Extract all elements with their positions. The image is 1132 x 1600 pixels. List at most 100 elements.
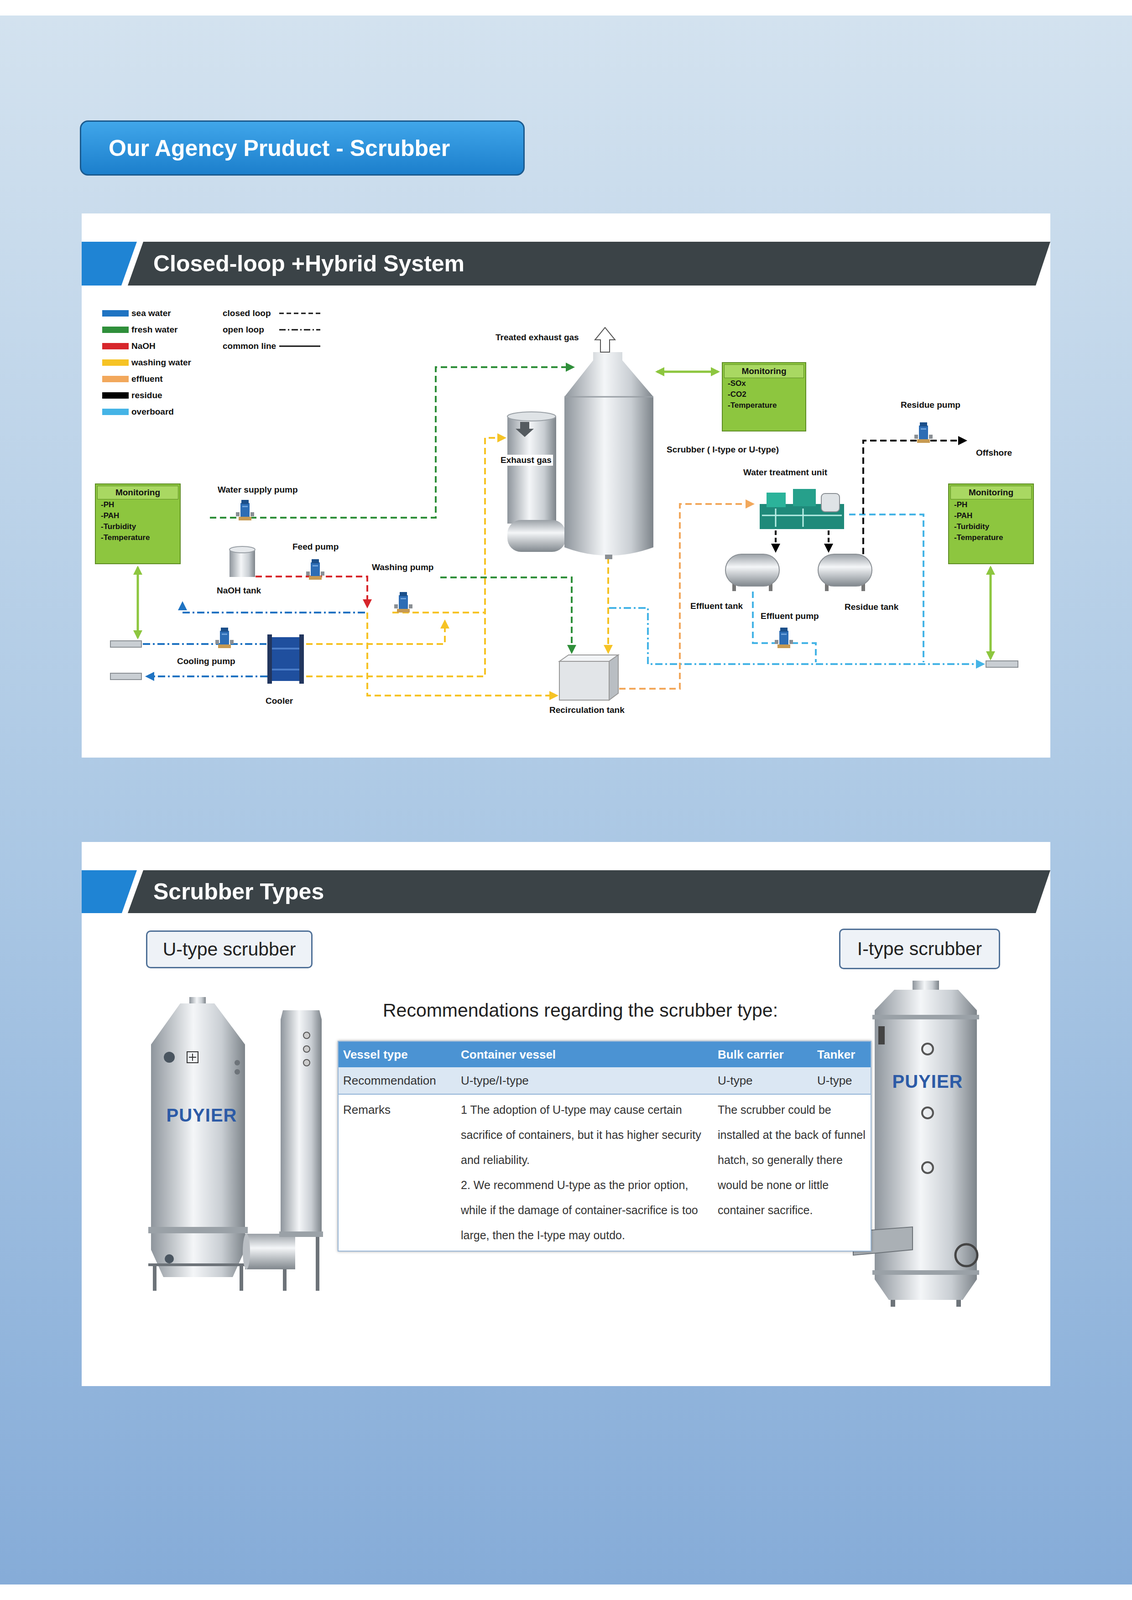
u-type-scrubber-illustration (187, 1052, 199, 1064)
monitoring-heading: Monitoring (950, 485, 1032, 500)
legend-text: sea water (131, 308, 172, 319)
equipment-label: Offshore (974, 447, 1014, 459)
u-type-scrubber-illustration (189, 997, 206, 1005)
legend-line-sample (279, 311, 325, 316)
monitoring-arrows (657, 370, 719, 374)
monitoring-item: -Temperature (950, 532, 1032, 544)
legend-text: closed loop (222, 308, 272, 319)
u-type-scrubber-illustration (303, 1032, 310, 1039)
legend-text: open loop (222, 324, 265, 335)
pump-symbol (774, 627, 793, 649)
pipes (392, 438, 505, 613)
monitoring-item: -Temperature (97, 532, 179, 544)
band-accent (81, 870, 137, 914)
brand-logo: PUYIER (156, 1104, 248, 1127)
equipment (609, 655, 619, 701)
i-type-scrubber-illustration (922, 1043, 934, 1055)
scrubber-illustration (507, 327, 654, 560)
table-text: 1 The adoption of U-type may cause certa… (460, 1097, 709, 1174)
pipes (774, 530, 777, 552)
i-type-scrubber-illustration (912, 980, 939, 992)
table-text: U-type (817, 1070, 866, 1092)
monitoring-box: Monitoring-PH-PAH-Turbidity-Temperature (94, 483, 181, 565)
band-accent (81, 241, 137, 914)
table-text: 2. We recommend U-type as the prior opti… (460, 1173, 709, 1249)
pump-symbol (235, 500, 255, 521)
table-row: Vessel typeContainer vesselBulk carrierT… (338, 1042, 871, 1068)
legend-swatch (102, 359, 129, 366)
legend-text: washing water (131, 357, 192, 368)
equipment-label: Residue pump (899, 399, 962, 411)
pipe-stub (110, 673, 142, 680)
equipment-label: Exhaust gas (499, 454, 553, 466)
monitoring-arrows (136, 567, 140, 638)
table-row: Remarks 1 The adoption of U-type may caus… (338, 1094, 871, 1252)
legend-swatch (102, 375, 129, 383)
u-type-scrubber-illustration (152, 1266, 157, 1292)
i-type-scrubber-illustration (890, 1300, 896, 1308)
monitoring-heading: Monitoring (97, 485, 179, 500)
i-type-scrubber-illustration (955, 1244, 978, 1267)
panel (81, 213, 1051, 1387)
u-type-scrubber-illustration (242, 1234, 251, 1270)
legend-swatch (102, 310, 129, 317)
u-type-scrubber-illustration (148, 1227, 248, 1234)
equipment (271, 668, 300, 671)
i-type-scrubber-illustration (956, 1300, 961, 1308)
pipes (827, 530, 830, 552)
table-cell: Container vessel (456, 1042, 714, 1068)
i-type-scrubber-illustration (853, 980, 980, 1308)
pipes (607, 557, 610, 653)
table-cell: U-type/I-type (456, 1067, 714, 1095)
legend-text: effluent (131, 374, 163, 385)
equipment-label: Cooler (264, 695, 295, 707)
u-type-scrubber-illustration (282, 1269, 287, 1292)
pipes (142, 367, 984, 696)
monitoring-box: Monitoring-PH-PAH-Turbidity-Temperature (948, 483, 1034, 565)
equipment-label: Residue tank (843, 601, 900, 613)
monitoring-item: -PH (97, 499, 179, 511)
u-type-scrubber-illustration (151, 1003, 246, 1045)
equipment (792, 489, 816, 507)
monitoring-item: -PAH (97, 510, 179, 522)
u-type-scrubber-illustration (303, 1046, 310, 1053)
table-cell: Remarks (338, 1094, 457, 1252)
equipment (299, 634, 304, 684)
u-type-scrubber-illustration (163, 1052, 175, 1064)
equipment (267, 634, 272, 684)
table-text: Remarks (343, 1097, 452, 1123)
scrubber-illustration (507, 416, 557, 524)
pipes (255, 576, 368, 607)
table-text: Container vessel (460, 1044, 709, 1065)
table-text: U-type (717, 1070, 809, 1092)
legend-line-sample (279, 344, 325, 349)
table-cell: U-type (812, 1067, 871, 1095)
pipes (440, 577, 572, 653)
legend-text: overboard (131, 406, 174, 418)
legend-swatch (102, 326, 129, 334)
pipes (182, 603, 366, 613)
u-type-scrubber-illustration (245, 1234, 296, 1270)
monitoring-arrows (989, 567, 992, 659)
pump-symbol (215, 627, 234, 649)
table-text: U-type/I-type (460, 1070, 709, 1092)
u-type-scrubber-illustration (148, 997, 324, 1292)
i-type-scrubber-illustration (922, 1107, 934, 1119)
table-text: The scrubber could be installed at the b… (717, 1097, 866, 1224)
i-type-scrubber-illustration (878, 1026, 885, 1045)
u-type-scrubber-illustration (315, 1237, 320, 1292)
legend-swatch (102, 343, 129, 350)
equipment (229, 549, 256, 578)
equipment (271, 647, 300, 650)
equipment (559, 655, 619, 662)
scrubber-illustration (515, 422, 534, 438)
equipment (229, 546, 256, 553)
table-cell: Vessel type (338, 1042, 457, 1068)
equipment (821, 493, 840, 512)
table-text: Bulk carrier (717, 1044, 809, 1065)
table-text: Vessel type (343, 1044, 452, 1065)
recommendation-table: Vessel type Container vessel Bulk carrierT… (337, 1041, 872, 1252)
equipment (229, 489, 872, 701)
